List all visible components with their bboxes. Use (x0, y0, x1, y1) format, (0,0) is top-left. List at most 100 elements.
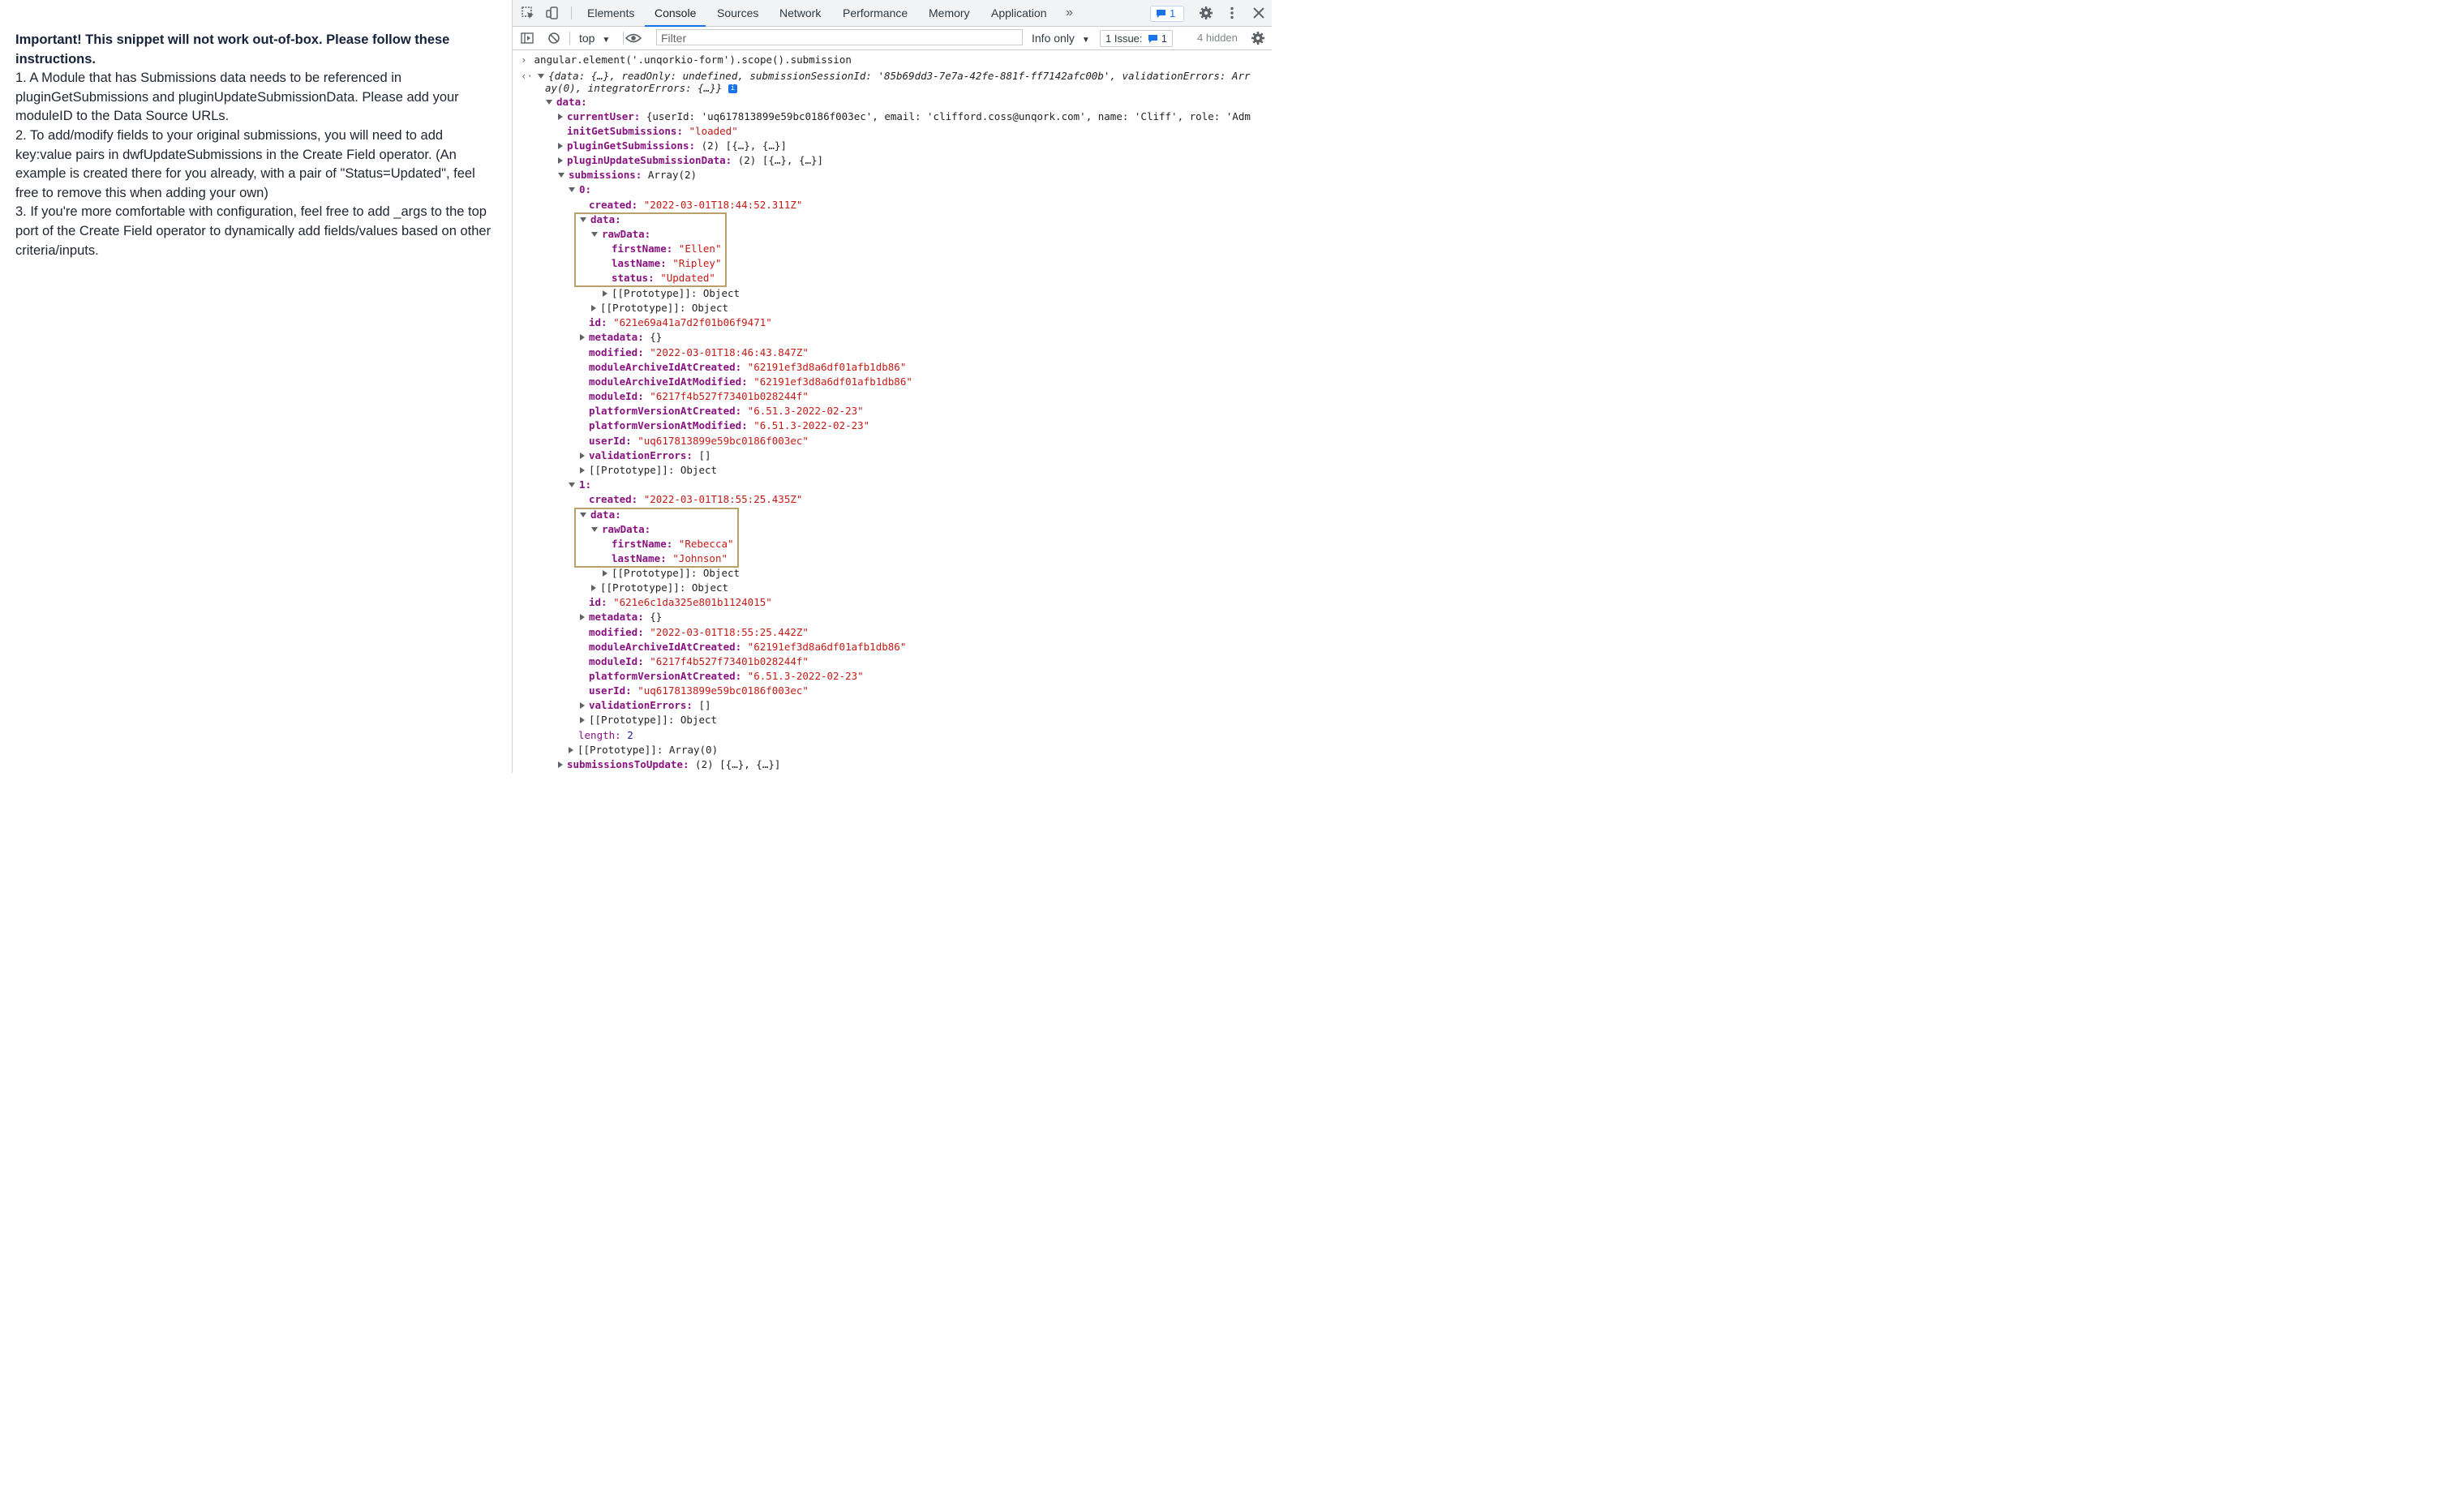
expand-triangle-icon[interactable] (546, 99, 552, 105)
sidebar-toggle-icon[interactable] (521, 32, 534, 45)
collapse-triangle-icon[interactable] (591, 584, 596, 591)
val-s0-userId: "uq617813899e59bc0186f003ec" (637, 435, 809, 447)
tab-elements[interactable]: Elements (587, 6, 635, 19)
collapse-triangle-icon[interactable] (580, 452, 585, 459)
expand-triangle-icon[interactable] (569, 187, 575, 192)
tree-currentUser[interactable]: currentUser: {userId: 'uq617813899e59bc0… (558, 109, 1251, 124)
tree-s0-modified: modified: "2022-03-01T18:46:43.847Z" (589, 346, 809, 358)
highlight-box-s1-data (574, 508, 739, 568)
expand-triangle-icon[interactable] (580, 217, 586, 222)
highlight-box-s0-data (574, 212, 727, 287)
val-s1-lastName: "Johnson" (672, 552, 728, 564)
tree-submissions-prototype[interactable]: [[Prototype]]: Array(0) (569, 743, 718, 757)
device-toolbar-icon[interactable] (545, 6, 560, 20)
tree-s1-rawData[interactable]: rawData: (591, 522, 650, 537)
prototype-label: [[Prototype]]: Object (600, 302, 729, 314)
tab-sources[interactable]: Sources (717, 6, 759, 19)
filter-input[interactable]: Filter (656, 29, 1023, 45)
console-command[interactable]: angular.element('.unqorkio-form').scope(… (534, 54, 852, 66)
tree-s1-rawData-prototype[interactable]: [[Prototype]]: Object (603, 566, 740, 581)
result-summary: {data: {…}, readOnly: undefined, submiss… (548, 70, 1251, 82)
info-icon[interactable]: i (728, 84, 737, 93)
tree-s0-rawData[interactable]: rawData: (591, 227, 650, 242)
expand-triangle-icon[interactable] (580, 512, 586, 517)
tree-index-0[interactable]: 0: (569, 182, 591, 197)
collapse-triangle-icon[interactable] (558, 761, 563, 768)
message-icon (1148, 35, 1158, 43)
tree-s0-data[interactable]: data: (580, 212, 621, 227)
tree-submissions[interactable]: submissions: Array(2) (558, 168, 697, 182)
tree-s0-data-prototype[interactable]: [[Prototype]]: Object (591, 301, 728, 315)
tree-data[interactable]: data: (546, 95, 587, 109)
collapse-triangle-icon[interactable] (569, 746, 573, 753)
val-pluginUpdateSubmissionData: (2) [{…}, {…}] (737, 154, 824, 166)
messages-badge[interactable]: 1 (1150, 6, 1184, 22)
expand-triangle-icon[interactable] (569, 482, 575, 487)
expand-triangle-icon[interactable] (558, 172, 564, 178)
collapse-triangle-icon[interactable] (580, 466, 585, 474)
inspect-element-icon[interactable] (521, 6, 535, 20)
collapse-triangle-icon[interactable] (580, 716, 585, 723)
tree-s1-data-prototype[interactable]: [[Prototype]]: Object (591, 581, 728, 595)
collapse-triangle-icon[interactable] (558, 157, 563, 164)
tree-s0-rawData-prototype[interactable]: [[Prototype]]: Object (603, 286, 740, 301)
collapse-triangle-icon[interactable] (591, 304, 596, 311)
issues-count: 1 (1161, 32, 1168, 45)
tree-s1-data[interactable]: data: (580, 508, 621, 522)
tree-s1-validationErrors[interactable]: validationErrors: [] (580, 698, 711, 713)
val-s1-moduleArchiveIdAtCreated: "62191ef3d8a6df01afb1db86" (747, 641, 907, 653)
context-selector[interactable]: top ▼ (579, 27, 610, 49)
collapse-triangle-icon[interactable] (558, 142, 563, 149)
expand-triangle-icon[interactable] (538, 73, 545, 79)
tree-s0-prototype[interactable]: [[Prototype]]: Object (580, 463, 717, 478)
tree-s1-lastName: lastName: "Johnson" (612, 552, 728, 564)
tree-s1-metadata[interactable]: metadata: {} (580, 610, 662, 624)
collapse-triangle-icon[interactable] (603, 569, 607, 577)
clear-console-icon[interactable] (547, 32, 560, 45)
prototype-label: [[Prototype]]: Object (600, 581, 729, 594)
collapse-triangle-icon[interactable] (603, 290, 607, 297)
more-tabs-button[interactable]: » (1066, 6, 1073, 19)
tab-console[interactable]: Console (644, 0, 706, 27)
collapse-triangle-icon[interactable] (580, 701, 585, 709)
val-s0-moduleArchiveIdAtCreated: "62191ef3d8a6df01afb1db86" (747, 361, 907, 373)
live-expression-eye-icon[interactable] (625, 32, 642, 44)
settings-gear-icon[interactable] (1199, 6, 1213, 20)
pane-divider[interactable] (512, 0, 513, 773)
tree-pluginUpdateSubmissionData[interactable]: pluginUpdateSubmissionData: (2) [{…}, {…… (558, 153, 823, 168)
tree-s1-prototype[interactable]: [[Prototype]]: Object (580, 713, 717, 727)
log-level-dropdown[interactable]: Info only ▼ (1032, 27, 1090, 49)
tab-network[interactable]: Network (779, 6, 822, 19)
tab-performance[interactable]: Performance (843, 6, 908, 19)
console-result-line[interactable]: ‹·{data: {…}, readOnly: undefined, submi… (521, 69, 1251, 84)
tree-s0-validationErrors[interactable]: validationErrors: [] (580, 448, 711, 463)
tree-s0-status: status: "Updated" (612, 272, 715, 284)
expand-triangle-icon[interactable] (591, 231, 598, 237)
collapse-triangle-icon[interactable] (558, 113, 563, 120)
tree-submissionsToUpdate[interactable]: submissionsToUpdate: (2) [{…}, {…}] (558, 757, 780, 772)
instruction-item-1: 1. A Module that has Submissions data ne… (15, 71, 459, 124)
tree-pluginGetSubmissions[interactable]: pluginGetSubmissions: (2) [{…}, {…}] (558, 139, 787, 153)
tree-s0-userId: userId: "uq617813899e59bc0186f003ec" (589, 435, 809, 447)
tree-s1-userId: userId: "uq617813899e59bc0186f003ec" (589, 684, 809, 697)
console-settings-gear-icon[interactable] (1251, 31, 1265, 45)
chevron-down-icon: ▼ (1081, 36, 1090, 45)
collapse-triangle-icon[interactable] (580, 333, 585, 341)
val-s0-moduleArchiveIdAtModified: "62191ef3d8a6df01afb1db86" (753, 375, 912, 388)
tab-application[interactable]: Application (991, 6, 1047, 19)
tree-s0-lastName: lastName: "Ripley" (612, 257, 722, 269)
collapse-triangle-icon[interactable] (580, 613, 585, 620)
close-icon[interactable] (1251, 6, 1266, 20)
tree-s1-platformVersionAtCreated: platformVersionAtCreated: "6.51.3-2022-0… (589, 670, 864, 682)
more-options-icon[interactable] (1225, 6, 1239, 20)
tree-index-1[interactable]: 1: (569, 478, 591, 492)
prototype-label: [[Prototype]]: Object (589, 714, 718, 726)
issues-button[interactable]: 1 Issue: 1 (1100, 30, 1174, 47)
instruction-item-2: 2. To add/modify fields to your original… (15, 127, 475, 200)
val-pluginGetSubmissions: (2) [{…}, {…}] (701, 139, 787, 152)
tab-memory[interactable]: Memory (929, 6, 970, 19)
tree-s0-moduleId: moduleId: "6217f4b527f73401b028244f" (589, 390, 809, 402)
tree-s0-metadata[interactable]: metadata: {} (580, 330, 662, 345)
expand-triangle-icon[interactable] (591, 526, 598, 532)
instructions-heading: Important! This snippet will not work ou… (15, 32, 450, 66)
